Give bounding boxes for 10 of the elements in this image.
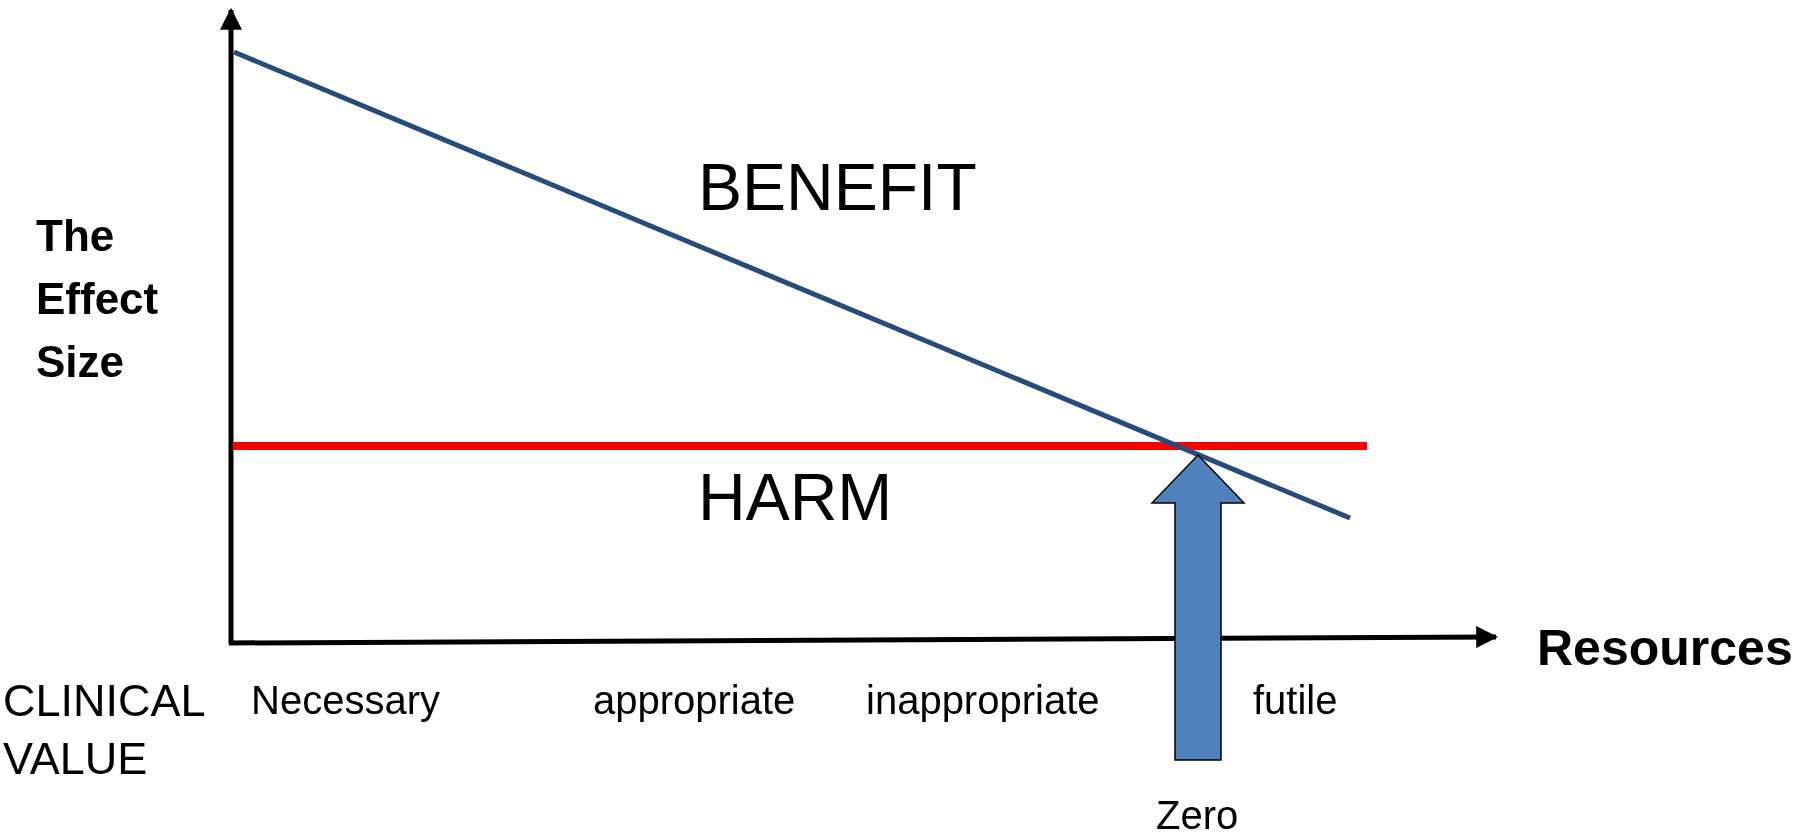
- axis-title: The Effect Size: [36, 210, 159, 388]
- category-label: Necessary: [251, 680, 440, 720]
- category-label: appropriate: [593, 680, 796, 720]
- row-heading: CLINICAL VALUE: [3, 674, 204, 786]
- category-label: futile: [1253, 680, 1338, 720]
- category-label: inappropriate: [866, 680, 1100, 720]
- region-label: HARM: [698, 464, 893, 530]
- region-label: BENEFIT: [698, 154, 977, 220]
- marker-label: Zero: [1156, 795, 1239, 835]
- axis-title: Resources: [1537, 623, 1793, 673]
